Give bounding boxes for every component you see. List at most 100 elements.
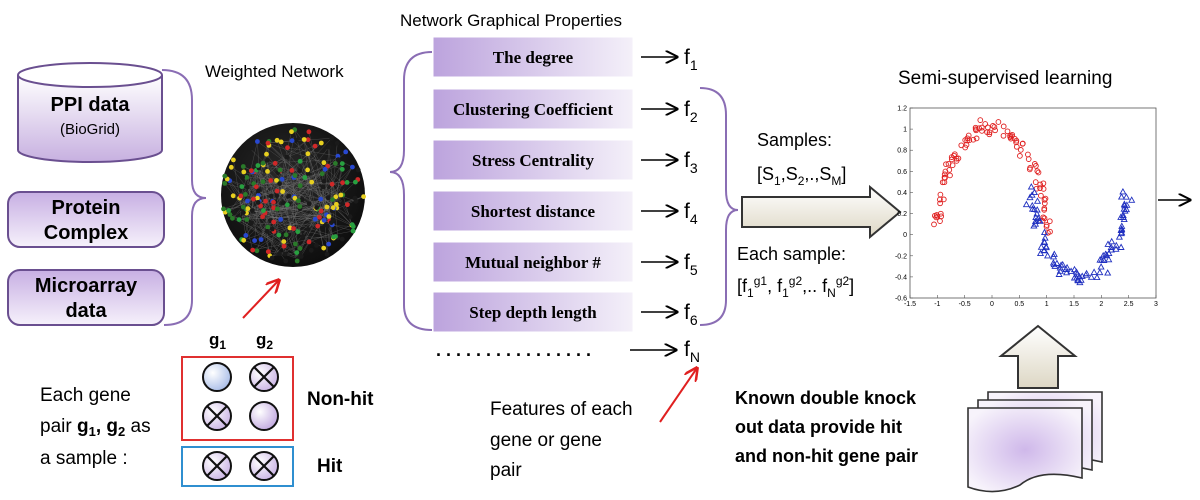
scatter-point (1120, 189, 1126, 194)
scatter-point (1029, 184, 1035, 189)
scatter-point (1036, 170, 1041, 175)
gene-circle (203, 363, 231, 391)
scatter-point (1124, 194, 1130, 199)
properties-title: Network Graphical Properties (400, 11, 622, 30)
y-tick-label: 0 (903, 232, 907, 239)
scatter-point (1039, 193, 1044, 198)
scatter-point (1045, 253, 1051, 258)
scatter-point (1042, 201, 1047, 206)
features-brace (700, 88, 738, 325)
scatter-point (938, 192, 943, 197)
protein-line1: Protein (52, 197, 121, 219)
samples-set: [S1,S2,.,SM] (757, 164, 846, 188)
y-tick-label: 0.6 (897, 169, 907, 176)
nonhit-label: Non-hit (307, 389, 374, 410)
scatter-point (938, 219, 943, 224)
x-tick-label: 2 (1099, 301, 1103, 308)
sources-brace (162, 70, 206, 325)
scatter-point (1001, 133, 1006, 138)
each-sample-label: Each sample: (737, 244, 846, 264)
scatter-point (1041, 181, 1046, 186)
scatter-point (1035, 198, 1041, 203)
samples-label: Samples: (757, 130, 832, 150)
microarray-line1: Microarray (35, 275, 138, 297)
scatter-point (1105, 270, 1111, 275)
features-note-3: pair (490, 460, 522, 481)
scatter-point (978, 118, 983, 123)
x-tick-label: 2.5 (1124, 301, 1134, 308)
g1-label: g1 (209, 330, 226, 352)
pair-desc-line3: a sample : (40, 448, 128, 469)
ppi-title: PPI data (51, 94, 131, 116)
property-label: Clustering Coefficient (453, 100, 613, 119)
scatter-point (1056, 271, 1062, 276)
microarray-line2: data (65, 300, 107, 322)
feature-label: f6 (684, 301, 698, 328)
gene-circle (250, 402, 278, 430)
features-red-arrow (660, 368, 697, 422)
scatter-point (948, 173, 953, 178)
weighted-network-graph (221, 123, 366, 267)
y-tick-label: 0.4 (897, 190, 907, 197)
network-brace (390, 52, 432, 330)
scatter-point (1097, 270, 1103, 275)
scatter-point (1033, 180, 1038, 185)
known-line2: out data provide hit (735, 417, 902, 437)
y-tick-label: 1 (903, 127, 907, 134)
x-tick-label: -1 (934, 301, 940, 308)
scatter-point (1043, 196, 1048, 201)
property-label: Step depth length (469, 303, 597, 322)
property-label: Stress Centrality (472, 151, 594, 170)
scatter-point (932, 222, 937, 227)
scatter-point (1024, 202, 1030, 207)
feature-label: f4 (684, 200, 698, 227)
feature-label: f5 (684, 251, 698, 278)
hit-label: Hit (317, 456, 343, 477)
pairs-to-network-arrow (243, 280, 279, 318)
pair-desc-line1: Each gene (40, 385, 131, 406)
feature-label: f1 (684, 46, 698, 73)
scatter-point (1129, 197, 1135, 202)
scatter-point (1026, 157, 1031, 162)
x-tick-label: 3 (1154, 301, 1158, 308)
y-tick-label: -0.2 (895, 253, 907, 260)
each-sample-vector: [f1g1, f1g2,.. fNg2] (737, 274, 854, 300)
scatter-point (1035, 169, 1040, 174)
protein-line2: Complex (44, 222, 128, 244)
y-tick-label: -0.4 (895, 274, 907, 281)
y-tick-label: -0.6 (895, 296, 907, 303)
scatter-point (1014, 144, 1019, 149)
feature-label: f2 (684, 98, 698, 125)
y-tick-label: 0.8 (897, 148, 907, 155)
feature-label: f3 (684, 149, 698, 176)
property-label: Mutual neighbor # (465, 253, 601, 272)
scatter-point (996, 120, 1001, 125)
scatter-point (1091, 269, 1097, 274)
property-label: The degree (493, 48, 574, 67)
known-line1: Known double knock (735, 388, 917, 408)
property-label: Shortest distance (471, 202, 596, 221)
scatter-point (1109, 239, 1115, 244)
x-tick-label: 0.5 (1014, 301, 1024, 308)
scatter-point (1042, 235, 1048, 240)
scatter-point (1038, 182, 1043, 187)
y-tick-label: 0.2 (897, 211, 907, 218)
y-tick-label: 1.2 (897, 106, 907, 113)
document-stack-icon (968, 392, 1102, 492)
gene-pair-circles (203, 363, 278, 480)
dots-row: . . . . . . . . . . . . . . . . (436, 340, 591, 360)
scatter-point (1018, 154, 1023, 159)
scatter-point (1005, 129, 1010, 134)
ppi-subtitle: (BioGrid) (60, 121, 120, 138)
x-tick-label: -0.5 (959, 301, 971, 308)
scatter-point (1094, 275, 1100, 280)
scatter-point (1119, 194, 1125, 199)
scatter-point (1098, 264, 1104, 269)
features-note-1: Features of each (490, 399, 633, 420)
scatter-point (1047, 219, 1052, 224)
scatter-point (1026, 152, 1031, 157)
scatter-point (1042, 230, 1048, 235)
features-note-2: gene or gene (490, 430, 602, 451)
